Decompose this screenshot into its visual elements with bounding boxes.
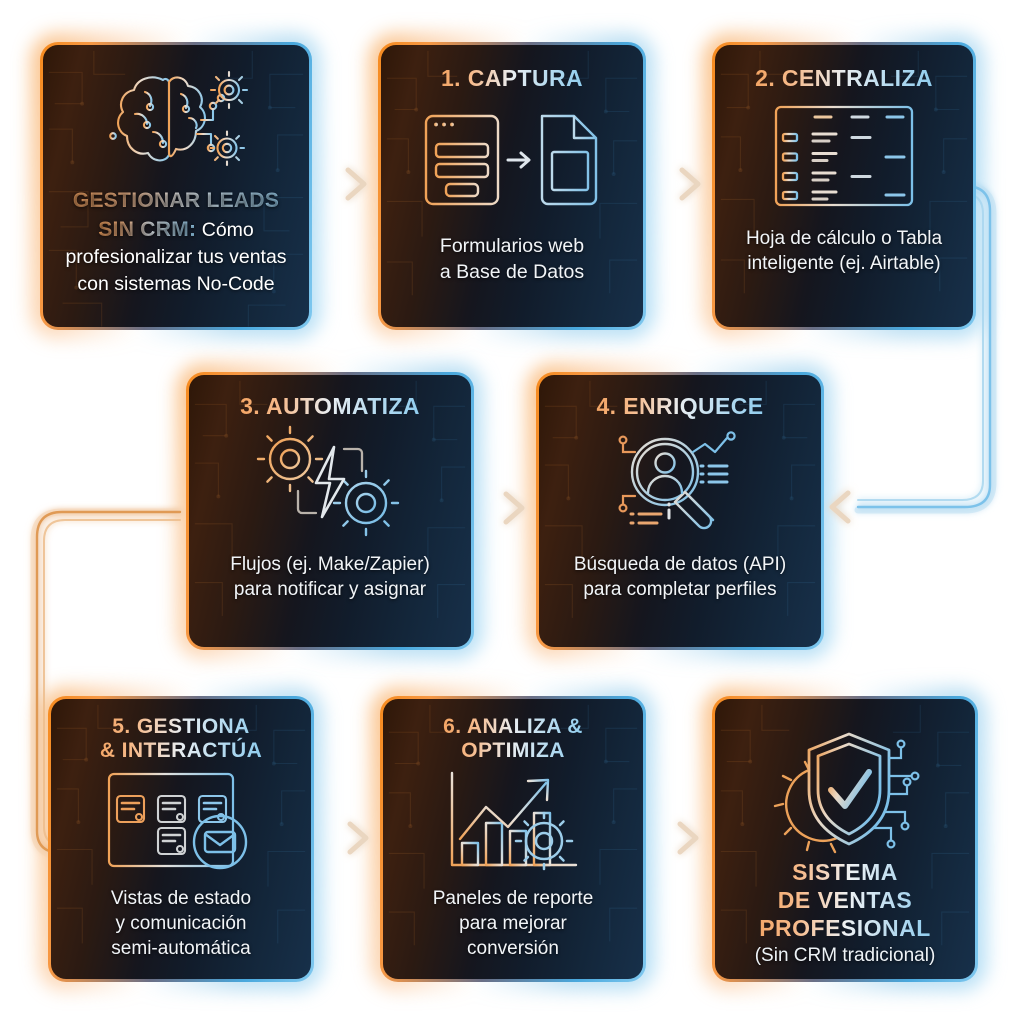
card-desc-centraliza: Hoja de cálculo o Tabla inteligente (ej.… — [746, 226, 942, 277]
card-step-centraliza[interactable]: 2. CENTRALIZA — [712, 42, 976, 330]
card-desc-enriquece: Búsqueda de datos (API) para completar p… — [574, 552, 786, 603]
shield-check-circuit-icon — [765, 727, 925, 856]
card-title-centraliza: 2. CENTRALIZA — [755, 65, 933, 91]
arrowhead-into-enriquece — [829, 490, 858, 524]
hero-title-line2-strong: SIN CRM: — [98, 217, 197, 241]
arrow-automatiza-to-enriquece — [478, 491, 525, 525]
spreadsheet-table-icon — [773, 98, 915, 214]
hero-text-block: GESTIONAR LEADS SIN CRM: Cómo profesiona… — [65, 187, 286, 297]
arrow-analiza-to-sistema — [652, 821, 699, 855]
card-step-analiza[interactable]: 6. ANALIZA & OPTIMIZA — [380, 696, 646, 982]
title-line: PROFESIONAL — [759, 914, 931, 941]
final-title: SISTEMA DE VENTAS PROFESIONAL — [759, 858, 931, 942]
title-line: 5. GESTIONA — [112, 715, 250, 738]
brain-circuit-gears-icon — [101, 63, 251, 181]
desc-line: Formularios web — [439, 234, 585, 257]
card-desc-analiza: Paneles de reporte para mejorar conversi… — [433, 886, 594, 962]
desc-line: Hoja de cálculo o Tabla — [745, 227, 943, 249]
card-step-captura[interactable]: 1. CAPTURA — [378, 42, 646, 330]
arrow-captura-to-centraliza — [650, 167, 701, 201]
desc-line: y comunicación — [115, 912, 247, 934]
desc-line: a Base de Datos — [439, 260, 585, 283]
hero-title-line2-rest: Cómo — [196, 218, 254, 241]
arrow-hero-to-captura — [316, 167, 367, 201]
card-title-gestiona: 5. GESTIONA & INTERACTÚA — [100, 715, 262, 764]
desc-line: Búsqueda de datos (API) — [573, 553, 787, 575]
form-to-database-icon — [422, 100, 602, 220]
card-desc-automatiza: Flujos (ej. Make/Zapier) para notificar … — [230, 552, 430, 603]
title-line: & INTERACTÚA — [99, 739, 263, 763]
title-line: DE VENTAS — [777, 886, 913, 913]
desc-line: Flujos (ej. Make/Zapier) — [230, 553, 430, 575]
card-final-sistema[interactable]: SISTEMA DE VENTAS PROFESIONAL (Sin CRM t… — [712, 696, 978, 982]
card-title-enriquece: 4. ENRIQUECE — [596, 393, 764, 419]
card-step-automatiza[interactable]: 3. AUTOMATIZA — [186, 372, 474, 650]
desc-line: Paneles de reporte — [432, 887, 594, 909]
card-desc-gestiona: Vistas de estado y comunicación semi-aut… — [111, 886, 251, 962]
desc-line: para completar perfiles — [583, 578, 777, 600]
hero-title-line1: GESTIONAR LEADS — [65, 187, 286, 216]
card-step-gestiona[interactable]: 5. GESTIONA & INTERACTÚA — [48, 696, 314, 982]
desc-line: inteligente (ej. Airtable) — [747, 252, 941, 274]
growth-chart-gear-icon — [442, 768, 584, 876]
card-hero[interactable]: GESTIONAR LEADS SIN CRM: Cómo profesiona… — [40, 42, 312, 330]
hero-body-line1: profesionalizar tus ventas — [65, 246, 287, 269]
title-line: 6. ANALIZA & — [443, 715, 583, 738]
magnifier-profile-search-icon — [601, 422, 759, 540]
desc-line: para notificar y asignar — [233, 578, 427, 600]
arrow-gestiona-to-analiza — [322, 821, 369, 855]
desc-line: Vistas de estado — [110, 887, 252, 909]
desc-line: semi-automática — [111, 938, 251, 960]
card-title-analiza: 6. ANALIZA & OPTIMIZA — [443, 715, 583, 764]
final-subtitle: (Sin CRM tradicional) — [754, 945, 936, 966]
gears-lightning-icon — [256, 422, 404, 540]
card-title-automatiza: 3. AUTOMATIZA — [240, 393, 420, 419]
hero-body-line2: con sistemas No-Code — [77, 272, 275, 295]
card-title-captura: 1. CAPTURA — [440, 65, 583, 91]
title-line: SISTEMA — [792, 858, 898, 885]
card-desc-captura: Formularios web a Base de Datos — [440, 234, 584, 286]
desc-line: para mejorar — [459, 912, 567, 934]
kanban-board-email-icon — [106, 768, 256, 876]
desc-line: conversión — [467, 938, 559, 960]
card-step-enriquece[interactable]: 4. ENRIQUECE — [536, 372, 824, 650]
title-line: OPTIMIZA — [461, 739, 565, 763]
